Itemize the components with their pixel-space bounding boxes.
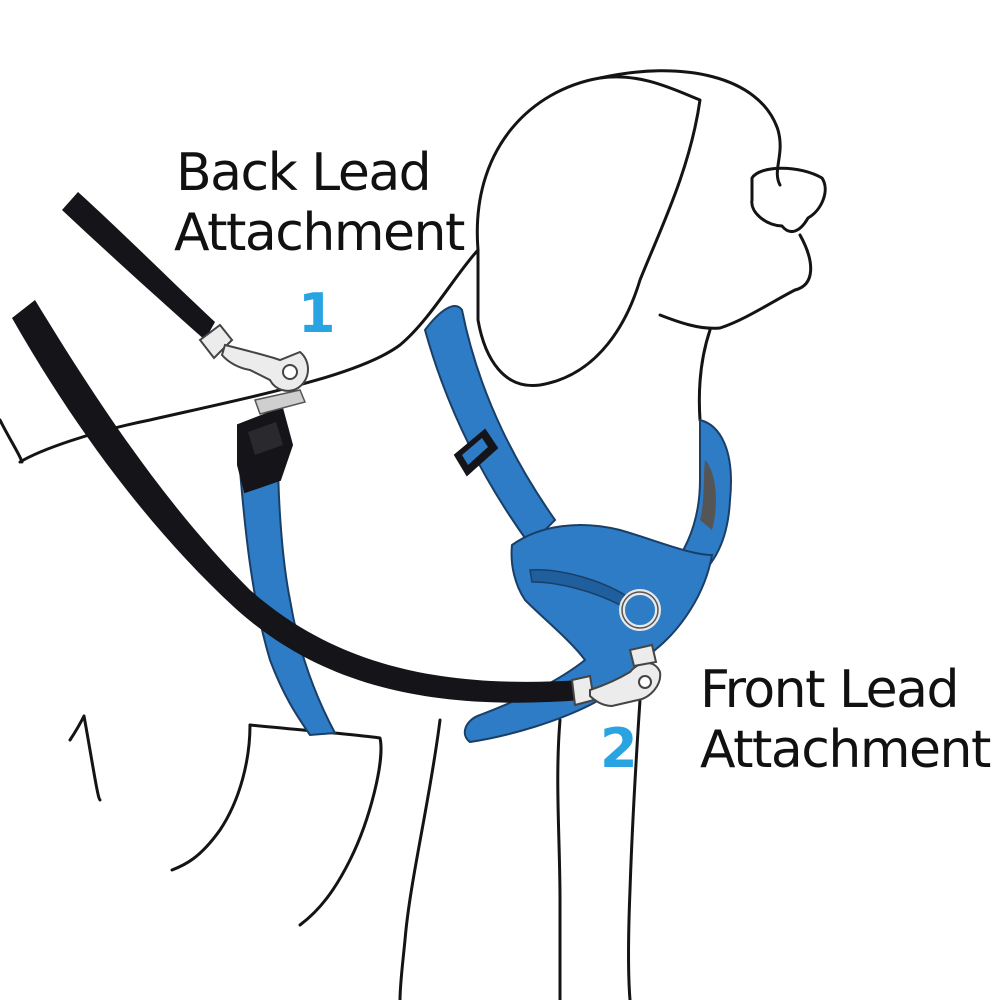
back-label-line1: Back Lead xyxy=(176,143,430,203)
slider-buckle-icon xyxy=(453,428,499,477)
back-leash xyxy=(62,192,215,340)
shoulder-strap xyxy=(423,305,557,547)
back-label-line2: Attachment xyxy=(174,203,465,263)
harness-icon xyxy=(237,305,732,744)
front-label-line1: Front Lead xyxy=(700,660,958,720)
chest-plate xyxy=(463,524,714,744)
buckle-icon xyxy=(237,389,307,494)
back-strap xyxy=(238,453,337,737)
neck-strap xyxy=(668,418,732,587)
leash-icon xyxy=(12,192,582,703)
front-label-line2: Attachment xyxy=(700,720,991,780)
front-number: 2 xyxy=(600,717,638,780)
clip-icon xyxy=(198,323,662,708)
back-number: 1 xyxy=(298,282,336,345)
